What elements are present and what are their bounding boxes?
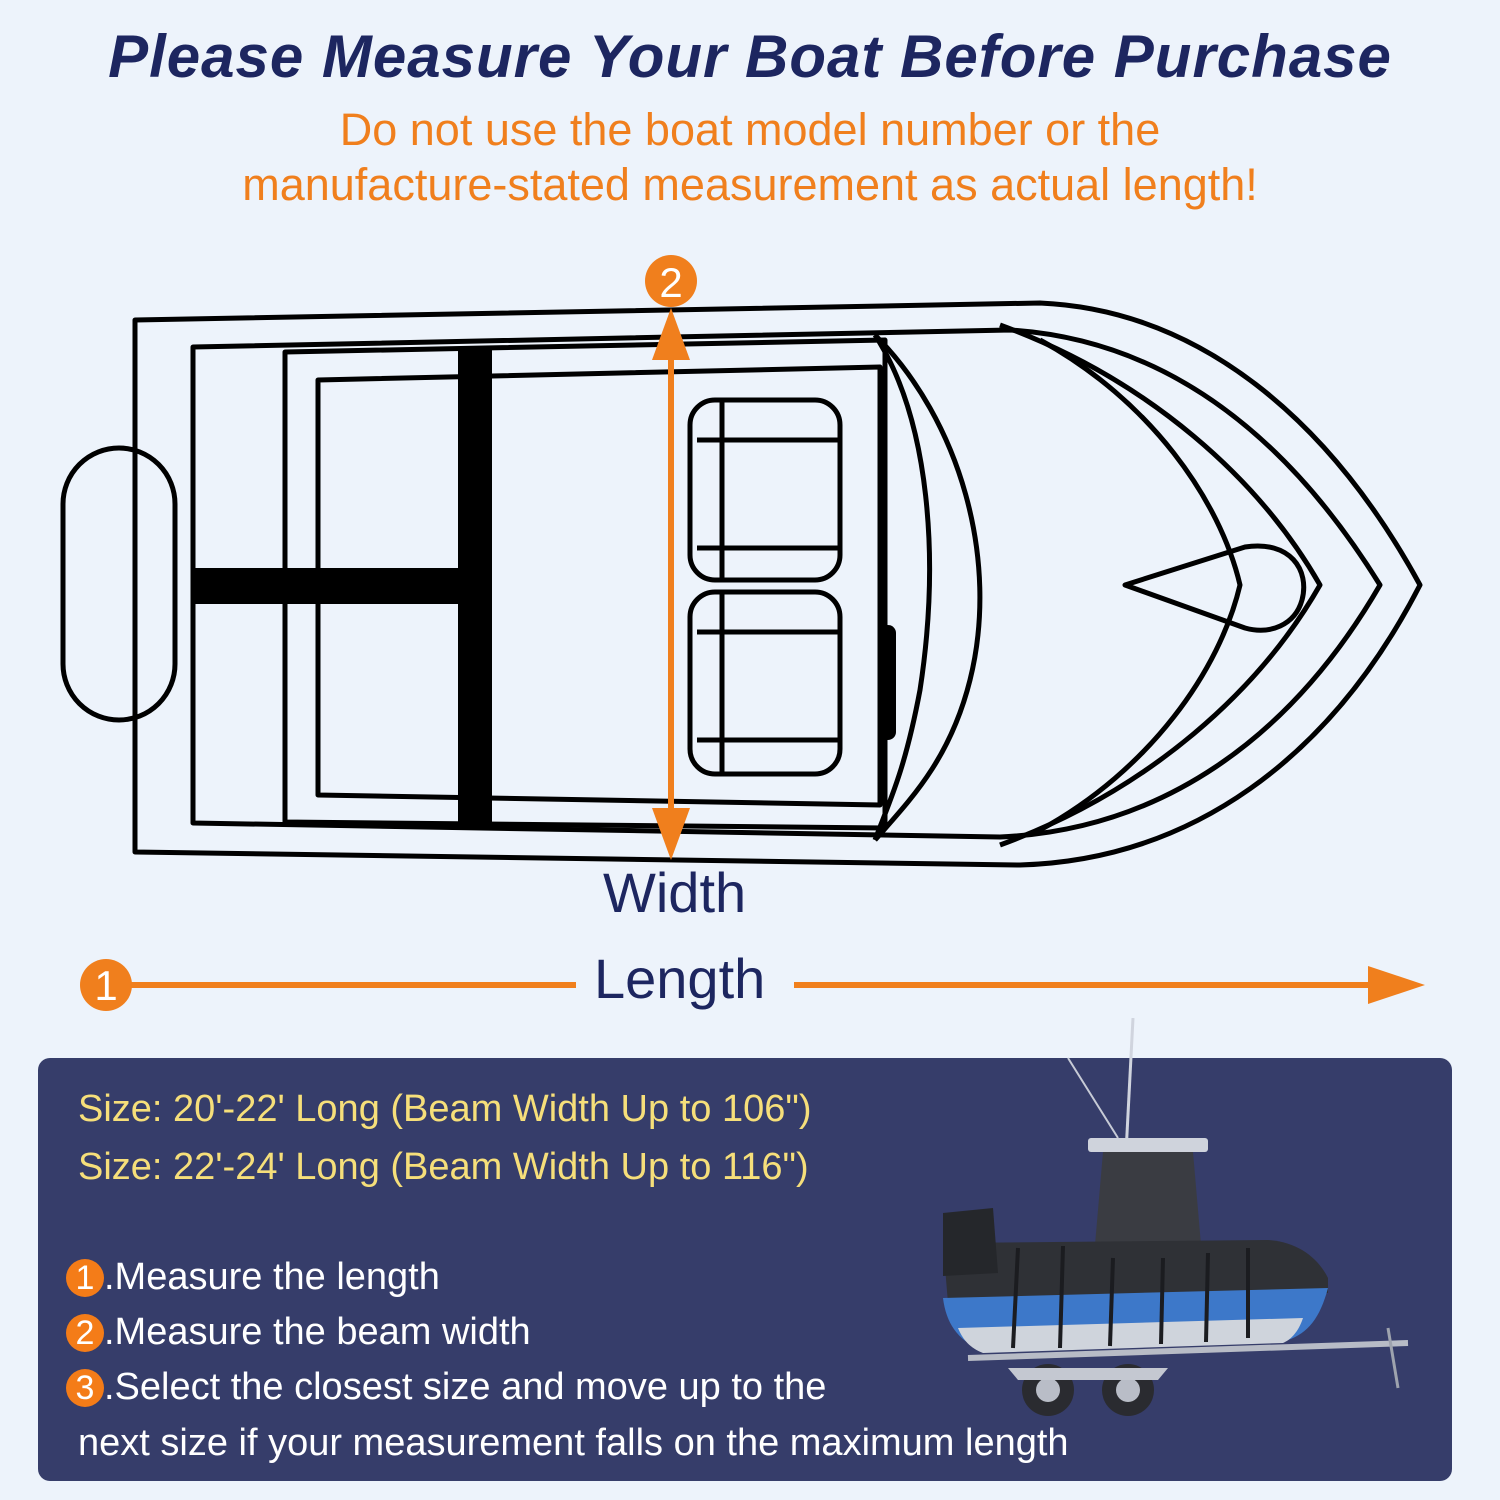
width-marker-circle	[645, 255, 697, 307]
width-label: Width	[603, 861, 747, 924]
step-3-number: 3	[66, 1368, 104, 1407]
size-option-2: Size: 22'-24' Long (Beam Width Up to 116…	[78, 1146, 809, 1188]
length-arrow	[108, 966, 1425, 1004]
step-1-text: .Measure the length	[104, 1256, 440, 1298]
step-1-number: 1	[66, 1258, 104, 1297]
step-2: 2 .Measure the beam width	[66, 1311, 531, 1354]
width-arrow	[652, 308, 690, 860]
hull-outline	[132, 300, 1423, 868]
width-marker-number: 2	[659, 259, 682, 306]
step-3: 3 .Select the closest size and move up t…	[66, 1366, 826, 1409]
length-marker-number: 1	[94, 962, 117, 1009]
step-1: 1 .Measure the length	[66, 1256, 440, 1299]
windshield-handle	[880, 625, 896, 740]
size-option-1: Size: 20'-22' Long (Beam Width Up to 106…	[78, 1088, 812, 1130]
length-label: Length	[594, 947, 766, 1010]
warning-line-2: manufacture-stated measurement as actual…	[242, 159, 1258, 210]
page-headline: Please Measure Your Boat Before Purchase	[108, 23, 1392, 90]
boat-top-view-diagram: 2 1	[60, 255, 1425, 1011]
bow-hatch	[1122, 543, 1307, 633]
outboard-motor	[60, 445, 178, 723]
step-2-text: .Measure the beam width	[104, 1311, 531, 1353]
gunwale-outline	[190, 327, 1383, 840]
bow-deck-curve	[873, 333, 983, 842]
length-marker-circle	[80, 959, 132, 1011]
cockpit-inner	[315, 364, 883, 808]
seat-upper	[687, 397, 843, 583]
step-3-text: .Select the closest size and move up to …	[104, 1366, 827, 1408]
instructions-panel: Size: 20'-22' Long (Beam Width Up to 106…	[38, 1018, 1452, 1481]
covered-boat-on-trailer-image	[943, 1018, 1409, 1416]
seat-lower	[687, 589, 843, 777]
step-3-continuation: next size if your measurement falls on t…	[78, 1422, 1069, 1464]
cross-bar-horizontal	[193, 568, 473, 604]
step-2-number: 2	[66, 1313, 104, 1352]
warning-line-1: Do not use the boat model number or the	[339, 104, 1161, 155]
